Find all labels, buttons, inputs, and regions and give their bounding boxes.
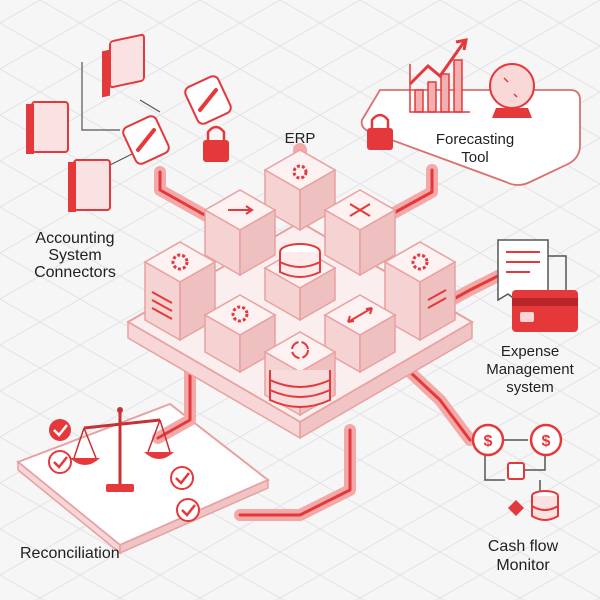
arrows-icon: [347, 307, 373, 323]
cashflow-monitor: $ $: [471, 423, 563, 521]
gear-icon: [231, 305, 249, 323]
chain-link-icon: [122, 115, 170, 165]
checkmark-icon: [170, 466, 194, 490]
accounting-label-line-1: Accounting: [35, 230, 115, 247]
balance-scale-icon: [70, 407, 174, 492]
cube-center-database: [263, 243, 337, 322]
book-icon: [26, 101, 69, 154]
refresh-icon: [291, 341, 309, 359]
expense-label-line-3: system: [506, 379, 554, 396]
expense-label-line-1: Expense: [500, 343, 560, 360]
expense-management-label: Expense Management system: [470, 343, 590, 397]
receipt-icon: [497, 239, 567, 312]
checkmark-icon: [176, 498, 200, 522]
dollar-coin-icon: $: [471, 423, 505, 457]
cashflow-label-line-1: Cash flow: [487, 538, 559, 555]
cube-left-arrows: [203, 189, 277, 277]
accounting-connectors-label: Accounting System Connectors: [20, 230, 130, 281]
accounting-label-line-3: Connectors: [34, 264, 116, 281]
credit-card-icon: [512, 290, 578, 332]
gear-icon: [411, 253, 429, 271]
reconciliation-content: [48, 407, 200, 522]
chain-link-icon: [184, 75, 232, 125]
cube-bottom-right-arrows: [323, 294, 397, 374]
book-icon: [102, 33, 145, 98]
cube-bottom-left-gear: [203, 294, 277, 374]
cube-far-right-gear: [383, 241, 457, 342]
cashflow-label-line-2: Monitor: [496, 557, 550, 574]
forecasting-label-line-2: Tool: [461, 149, 489, 166]
cube-right-arrows: [323, 189, 397, 277]
cube-front-database: [263, 331, 337, 417]
database-icon: [531, 490, 559, 521]
expense-label-line-2: Management: [486, 361, 574, 378]
gear-icon: [292, 164, 308, 180]
database-icon: [269, 370, 331, 408]
arrows-icon: [349, 203, 371, 217]
reconciliation-label: Reconciliation: [20, 545, 120, 562]
document-icon: [427, 289, 447, 309]
forecasting-tool: [360, 38, 581, 186]
svg-text:$: $: [484, 433, 493, 450]
database-icon: [279, 243, 321, 278]
document-icon: [151, 291, 173, 320]
arrows-icon: [228, 205, 254, 215]
dollar-coin-icon: $: [529, 423, 563, 457]
accounting-connectors: [26, 33, 232, 212]
checkmark-icon: [49, 419, 71, 441]
diamond-icon: [508, 500, 524, 516]
cashflow-monitor-label: Cash flow Monitor: [468, 537, 578, 575]
padlock-icon: [203, 125, 229, 162]
erp-label: ERP: [284, 130, 316, 147]
checkmark-icon: [48, 450, 72, 474]
forecasting-tool-label: Forecasting Tool: [415, 131, 535, 167]
node-icon: [507, 462, 525, 480]
growth-chart-icon: [408, 38, 470, 113]
crystal-ball-icon: [489, 63, 535, 118]
gear-icon: [171, 253, 189, 271]
expense-management: [497, 239, 578, 332]
forecasting-label-line-1: Forecasting: [435, 131, 515, 148]
book-icon: [68, 159, 111, 212]
cube-far-left-gear: [143, 241, 217, 342]
accounting-label-line-2: System: [48, 247, 102, 264]
svg-text:$: $: [542, 433, 551, 450]
padlock-icon: [367, 113, 393, 150]
